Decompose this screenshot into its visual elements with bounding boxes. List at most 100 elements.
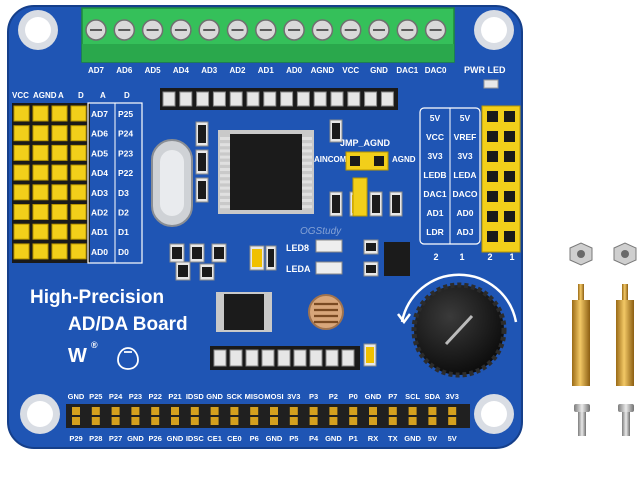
lower-row-pin	[277, 349, 291, 367]
terminal-label: DAC1	[396, 66, 418, 75]
smd-body	[366, 265, 376, 273]
gpio-bottom-label: GND	[266, 434, 283, 443]
gpio-bottom-label: GND	[167, 434, 184, 443]
chip-pin	[302, 199, 312, 202]
left-ad-label: AD4	[91, 168, 108, 178]
header-pin	[51, 184, 68, 201]
gpio-pin	[428, 407, 437, 415]
smd-body	[332, 195, 340, 213]
lower-row-pin	[245, 349, 259, 367]
right-table-right: AD0	[456, 208, 473, 218]
header-pin	[13, 144, 30, 161]
left-p-label: P24	[118, 129, 133, 139]
right-table-num: 1	[509, 252, 514, 262]
left-p-label: P22	[118, 168, 133, 178]
logo-w: W	[68, 345, 87, 367]
standoff-right	[616, 284, 634, 386]
header-pin	[70, 144, 87, 161]
left-p-label: D3	[118, 188, 129, 198]
left-top-label: A	[100, 91, 106, 100]
smd-components	[169, 119, 403, 367]
gpio-pin	[72, 417, 80, 425]
gpio-pin	[210, 417, 219, 425]
gpio-pin	[388, 417, 397, 425]
gpio-pin	[111, 407, 120, 415]
right-table-left: DAC1	[423, 189, 446, 199]
led8-label: LED8	[286, 243, 309, 253]
gpio-top-label: SCK	[226, 392, 242, 401]
terminal-label: AD6	[116, 66, 133, 75]
jumper-pin	[504, 191, 515, 202]
smd-body	[198, 153, 206, 171]
screw-left	[574, 404, 590, 436]
chip-pin	[220, 199, 230, 202]
header-pin	[32, 243, 49, 260]
brand-logo: W ®	[68, 340, 139, 370]
chip-pin	[302, 155, 312, 159]
right-table-left: LDR	[426, 227, 443, 237]
lower-row-pin	[213, 349, 227, 367]
gpio-pin	[329, 417, 338, 425]
gpio-bottom-label: P6	[250, 434, 259, 443]
vertical-jumper[interactable]	[352, 177, 368, 217]
header-pin	[70, 243, 87, 260]
gpio-bottom-label: CE0	[227, 434, 242, 443]
top-row-pin	[313, 91, 327, 107]
gpio-pin	[230, 407, 239, 415]
right-table-left: 3V3	[427, 151, 442, 161]
chip-pin	[302, 161, 312, 165]
chip-pin	[302, 137, 312, 140]
lower-row-pin	[325, 349, 339, 367]
gpio-pin	[171, 417, 179, 425]
left-p-label: D2	[118, 208, 129, 218]
gpio-top-label: GND	[68, 392, 85, 401]
photoresistor	[308, 294, 344, 330]
board-title-line1: High-Precision	[30, 287, 164, 308]
potentiometer[interactable]	[397, 273, 518, 378]
gpio-pin	[408, 407, 417, 415]
hex-nut-right	[613, 242, 637, 266]
gpio-bottom-label: P27	[109, 434, 122, 443]
header-pin	[32, 184, 49, 201]
gpio-bottom-label: TX	[388, 434, 398, 443]
gpio-top-label: P25	[89, 392, 102, 401]
smd-body	[252, 249, 262, 267]
gpio-top-label: MISO	[245, 392, 264, 401]
header-pin	[13, 204, 30, 220]
jumper-pin	[487, 131, 498, 142]
gpio-top-label: P24	[109, 392, 123, 401]
smd-body	[198, 181, 206, 199]
right-jumper-table: 5VVCC3V3LEDBDAC1AD1LDR5VVREF3V3LEDADACOA…	[419, 107, 515, 262]
gpio-pin	[448, 407, 457, 415]
logo-registered: ®	[91, 340, 98, 350]
terminal-label: DAC0	[425, 66, 447, 75]
top-row-pin	[246, 91, 260, 107]
header-pin	[13, 125, 30, 142]
jmp-agnd-jumper[interactable]	[345, 151, 389, 171]
top-pin-row	[160, 88, 398, 110]
led-b	[315, 239, 343, 253]
header-pin	[13, 243, 30, 260]
gpio-bottom-label: 5V	[448, 434, 457, 443]
gpio-pin	[230, 417, 239, 425]
gpio-bottom-label: P4	[309, 434, 319, 443]
header-pin	[32, 105, 49, 122]
gpio-top-label: P2	[329, 392, 338, 401]
right-jumper-block[interactable]	[481, 105, 521, 253]
chip-pin	[220, 180, 230, 184]
lower-row-pin	[341, 349, 355, 367]
gpio-top-label: P21	[168, 392, 181, 401]
board-title-line2: AD/DA Board	[68, 314, 188, 335]
header-pin	[70, 204, 87, 220]
right-table-right: 3V3	[457, 151, 472, 161]
gpio-pin	[369, 407, 377, 415]
gpio-pin	[289, 407, 298, 415]
right-table-right: LEDA	[453, 170, 476, 180]
gpio-top-label: SDA	[424, 392, 440, 401]
terminal-label: GND	[370, 66, 388, 75]
gpio-bottom-label: RX	[368, 434, 378, 443]
gpio-top-label: P3	[309, 392, 318, 401]
gpio-pin	[329, 407, 338, 415]
